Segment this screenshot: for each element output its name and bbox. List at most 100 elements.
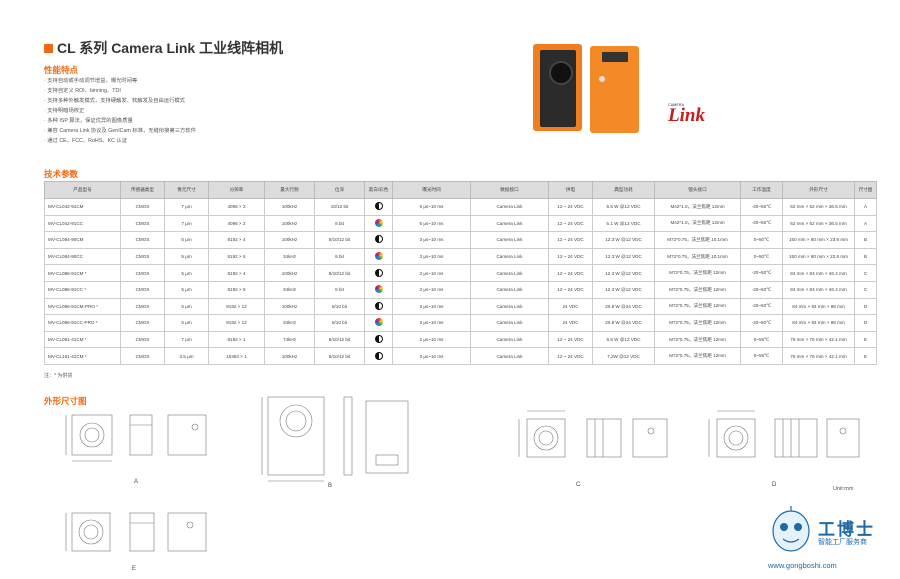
table-cell: Camera Link <box>470 314 549 332</box>
table-cell: M72*0.75，法兰焦距 12mm <box>654 280 741 299</box>
table-cell: 12 ~ 24 VDC <box>548 330 593 349</box>
table-cell: 12 ~ 24 VDC <box>548 280 593 299</box>
table-cell: M72*0.75，法兰焦距 12mm <box>654 314 741 332</box>
table-cell: Camera Link <box>470 280 549 299</box>
table-cell: 8192 × 12 <box>208 297 265 316</box>
lens-mount <box>549 61 573 85</box>
table-cell: 5 μm <box>164 247 209 266</box>
mono-sensor-icon <box>374 235 383 244</box>
table-cell: 12 ~ 24 VDC <box>548 198 593 216</box>
table-cell: 5 μm <box>164 280 209 299</box>
drawing-label-b: B <box>328 483 333 489</box>
table-cell: Camera Link <box>470 347 549 365</box>
color-type-cell <box>364 214 393 233</box>
table-cell: -20~50℃ <box>740 280 783 299</box>
table-cell: 0~50℃ <box>740 231 783 249</box>
table-cell: 8/10/12 bit <box>314 347 365 365</box>
table-cell: M72*0.75，法兰焦距 12mm <box>654 347 741 365</box>
table-cell: 4096 × 2 <box>208 214 265 233</box>
table-cell: 6.8 W @12 VDC <box>592 330 655 349</box>
table-cell: 7 μm <box>164 198 209 216</box>
table-cell: -20~50℃ <box>740 297 783 316</box>
table-header-cell: 像元尺寸 <box>164 181 209 199</box>
table-header-cell: 供电 <box>548 181 593 199</box>
table-cell: MV-CL161-41CM * <box>44 347 121 365</box>
table-header-cell: 典型功耗 <box>592 181 655 199</box>
drawings-heading: 外形尺寸图 <box>44 396 87 406</box>
table-cell: 8/10/12 bit <box>314 264 365 282</box>
table-cell: C <box>854 264 877 282</box>
table-header-cell: 镜头接口 <box>654 181 741 199</box>
unit-label: Unit:mm <box>833 486 854 492</box>
feature-item: 支持自动或手动调节增益，曝光时间等 <box>44 76 196 86</box>
table-cell: MV-CL081-41CM * <box>44 330 121 349</box>
table-cell: 5 μm <box>164 297 209 316</box>
table-cell: C <box>854 280 877 299</box>
table-cell: MV-CL042-91CC <box>44 214 121 233</box>
mono-sensor-icon <box>374 351 383 360</box>
table-cell: 12.3 W @12 VDC <box>592 231 655 249</box>
table-cell: CMOS <box>120 231 165 249</box>
table-cell: 3 μs~10 ms <box>392 264 471 282</box>
table-cell: 8 bit <box>314 280 365 299</box>
table-cell: 12 ~ 24 VDC <box>548 247 593 266</box>
color-type-cell <box>364 264 393 282</box>
table-cell: 12 ~ 24 VDC <box>548 347 593 365</box>
table-cell: -20~50℃ <box>740 264 783 282</box>
table-cell: 3 μs~10 ms <box>392 280 471 299</box>
color-type-cell <box>364 297 393 316</box>
table-cell: M72*0.75，法兰焦距 10.1mm <box>654 231 741 249</box>
drawing-label-c: C <box>576 482 581 488</box>
table-cell: 100kHz <box>264 214 315 233</box>
camera-back-image <box>590 46 639 133</box>
table-cell: CMOS <box>120 347 165 365</box>
spec-table: 产品型号传感器类型像元尺寸分辨率最大行频位深黑白/彩色曝光时间数据接口供电典型功… <box>44 181 877 365</box>
table-cell: 34kHz <box>264 280 315 299</box>
spec-heading: 技术参数 <box>44 169 79 179</box>
table-cell: Camera Link <box>470 231 549 249</box>
feature-item: 兼容 Camera Link 协议及 GenICam 标准，无缝衔接第三方软件 <box>44 126 196 136</box>
feature-item: 通过 CE、FCC、RoHS、KC 认证 <box>44 136 196 146</box>
watermark-subtitle: 智能工厂服务商 <box>818 539 867 546</box>
table-cell: E <box>854 330 877 349</box>
table-cell: 150 mm × 80 mm × 23.8 mm <box>782 247 855 266</box>
table-cell: 100kHz <box>264 198 315 216</box>
table-cell: 34kHz <box>264 247 315 266</box>
feature-item: 多种 ISP 算法，保证优异的图像质量 <box>44 116 196 126</box>
table-cell: M72*0.75，法兰焦距 12mm <box>654 264 741 282</box>
table-cell: 7 μm <box>164 214 209 233</box>
features-list: 支持自动或手动调节增益，曝光时间等 支持自定义 ROI、binning、TDI … <box>44 76 196 146</box>
feature-item: 支持自定义 ROI、binning、TDI <box>44 86 196 96</box>
table-cell: CMOS <box>120 214 165 233</box>
table-cell: 84 mm × 84 mm × 46.2 mm <box>782 280 855 299</box>
table-cell: Camera Link <box>470 214 549 233</box>
table-cell: 0~50℃ <box>740 247 783 266</box>
table-cell: MV-CL086-91CM-PRO * <box>44 297 121 316</box>
drawing-e <box>65 512 207 552</box>
table-cell: 8192 × 6 <box>208 247 265 266</box>
table-cell: B <box>854 247 877 266</box>
color-type-cell <box>364 347 393 365</box>
watermark: 工博士 智能工厂服务商 www.gongboshi.com <box>760 505 890 575</box>
table-cell: 5 μm <box>164 231 209 249</box>
table-cell: 5 μs~10 ms <box>392 198 471 216</box>
table-cell: -20~55℃ <box>740 198 783 216</box>
color-type-cell <box>364 231 393 249</box>
table-cell: 0~55℃ <box>740 347 783 365</box>
table-cell: 3 μs~10 ms <box>392 247 471 266</box>
table-cell: CMOS <box>120 264 165 282</box>
color-sensor-icon <box>374 252 383 261</box>
table-cell: 8192 × 4 <box>208 231 265 249</box>
table-cell: 8 bit <box>314 214 365 233</box>
table-cell: CMOS <box>120 297 165 316</box>
table-cell: 12 ~ 24 VDC <box>548 214 593 233</box>
table-header-cell: 工作温度 <box>740 181 783 199</box>
table-cell: B <box>854 231 877 249</box>
title-marker <box>44 43 53 53</box>
